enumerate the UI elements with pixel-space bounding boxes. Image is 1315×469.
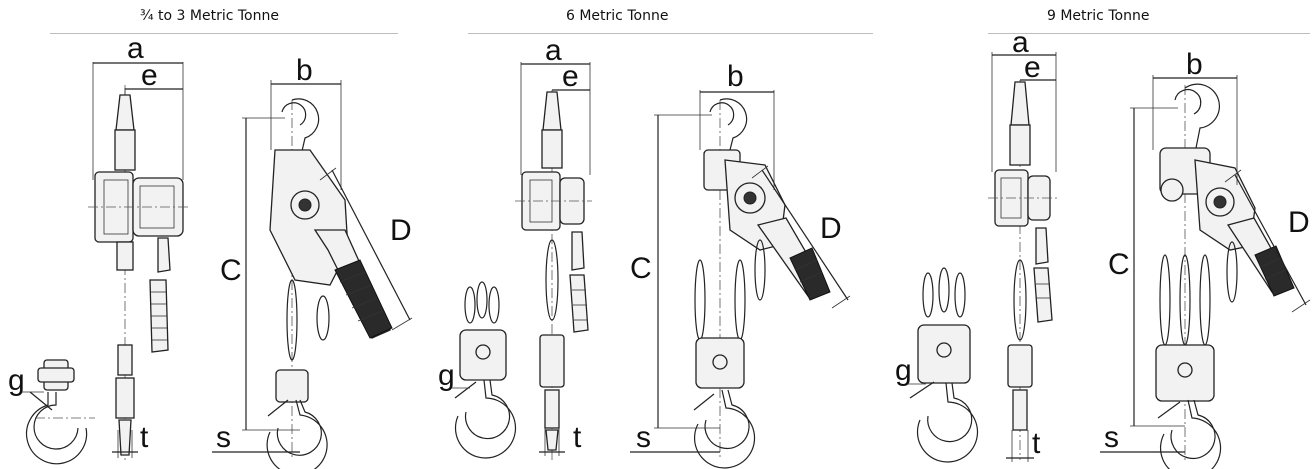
dim-label-e: e	[141, 59, 158, 92]
dim-label-t: t	[140, 421, 149, 454]
front-view-9t: b C D s	[1100, 48, 1311, 469]
section-divider-9t	[988, 33, 1310, 34]
hook-detail-9t: g	[895, 267, 979, 463]
dim-label-C: C	[220, 254, 242, 287]
section-divider-0-75-3t	[50, 33, 398, 34]
dim-label-C: C	[1108, 248, 1130, 281]
dim-label-s: s	[1104, 421, 1119, 454]
dim-label-g: g	[438, 359, 455, 392]
dim-label-a: a	[1012, 26, 1029, 59]
section-title-9t: 9 Metric Tonne	[1047, 8, 1150, 24]
dim-label-g: g	[895, 354, 912, 387]
dim-label-C: C	[630, 252, 652, 285]
side-view-0-75-3t: a e t	[88, 32, 190, 460]
dim-label-t: t	[573, 421, 582, 454]
side-view-9t: a e t	[988, 26, 1058, 462]
dim-label-b: b	[296, 54, 313, 87]
dim-label-a: a	[127, 32, 144, 65]
dim-label-b: b	[727, 60, 744, 93]
side-view-6t: a e t	[515, 34, 592, 460]
hoist-drawing-9t: a e t g	[895, 26, 1311, 469]
front-view-0-75-3t: b C D s	[212, 54, 413, 469]
dim-label-D: D	[1288, 206, 1310, 239]
section-title-6t: 6 Metric Tonne	[566, 8, 669, 24]
section-title-0-75-3t: ¾ to 3 Metric Tonne	[140, 8, 279, 24]
dim-label-t: t	[1032, 427, 1041, 460]
hook-detail-0-75-3t: g	[8, 359, 95, 465]
dim-label-b: b	[1186, 48, 1203, 81]
dim-label-e: e	[562, 60, 579, 93]
dim-label-a: a	[545, 34, 562, 67]
front-view-6t: b C D s	[630, 60, 851, 469]
hoist-drawing-6t: a e t g	[438, 34, 851, 469]
dim-label-e: e	[1024, 51, 1041, 84]
section-divider-6t	[468, 33, 873, 34]
dim-label-s: s	[216, 421, 231, 454]
hoist-drawing-0-75-3t: a e t g	[8, 32, 413, 469]
dim-label-D: D	[390, 214, 412, 247]
hook-detail-6t: g	[438, 281, 517, 459]
dim-label-g: g	[8, 364, 25, 397]
dim-label-D: D	[820, 212, 842, 245]
dim-label-s: s	[636, 421, 651, 454]
